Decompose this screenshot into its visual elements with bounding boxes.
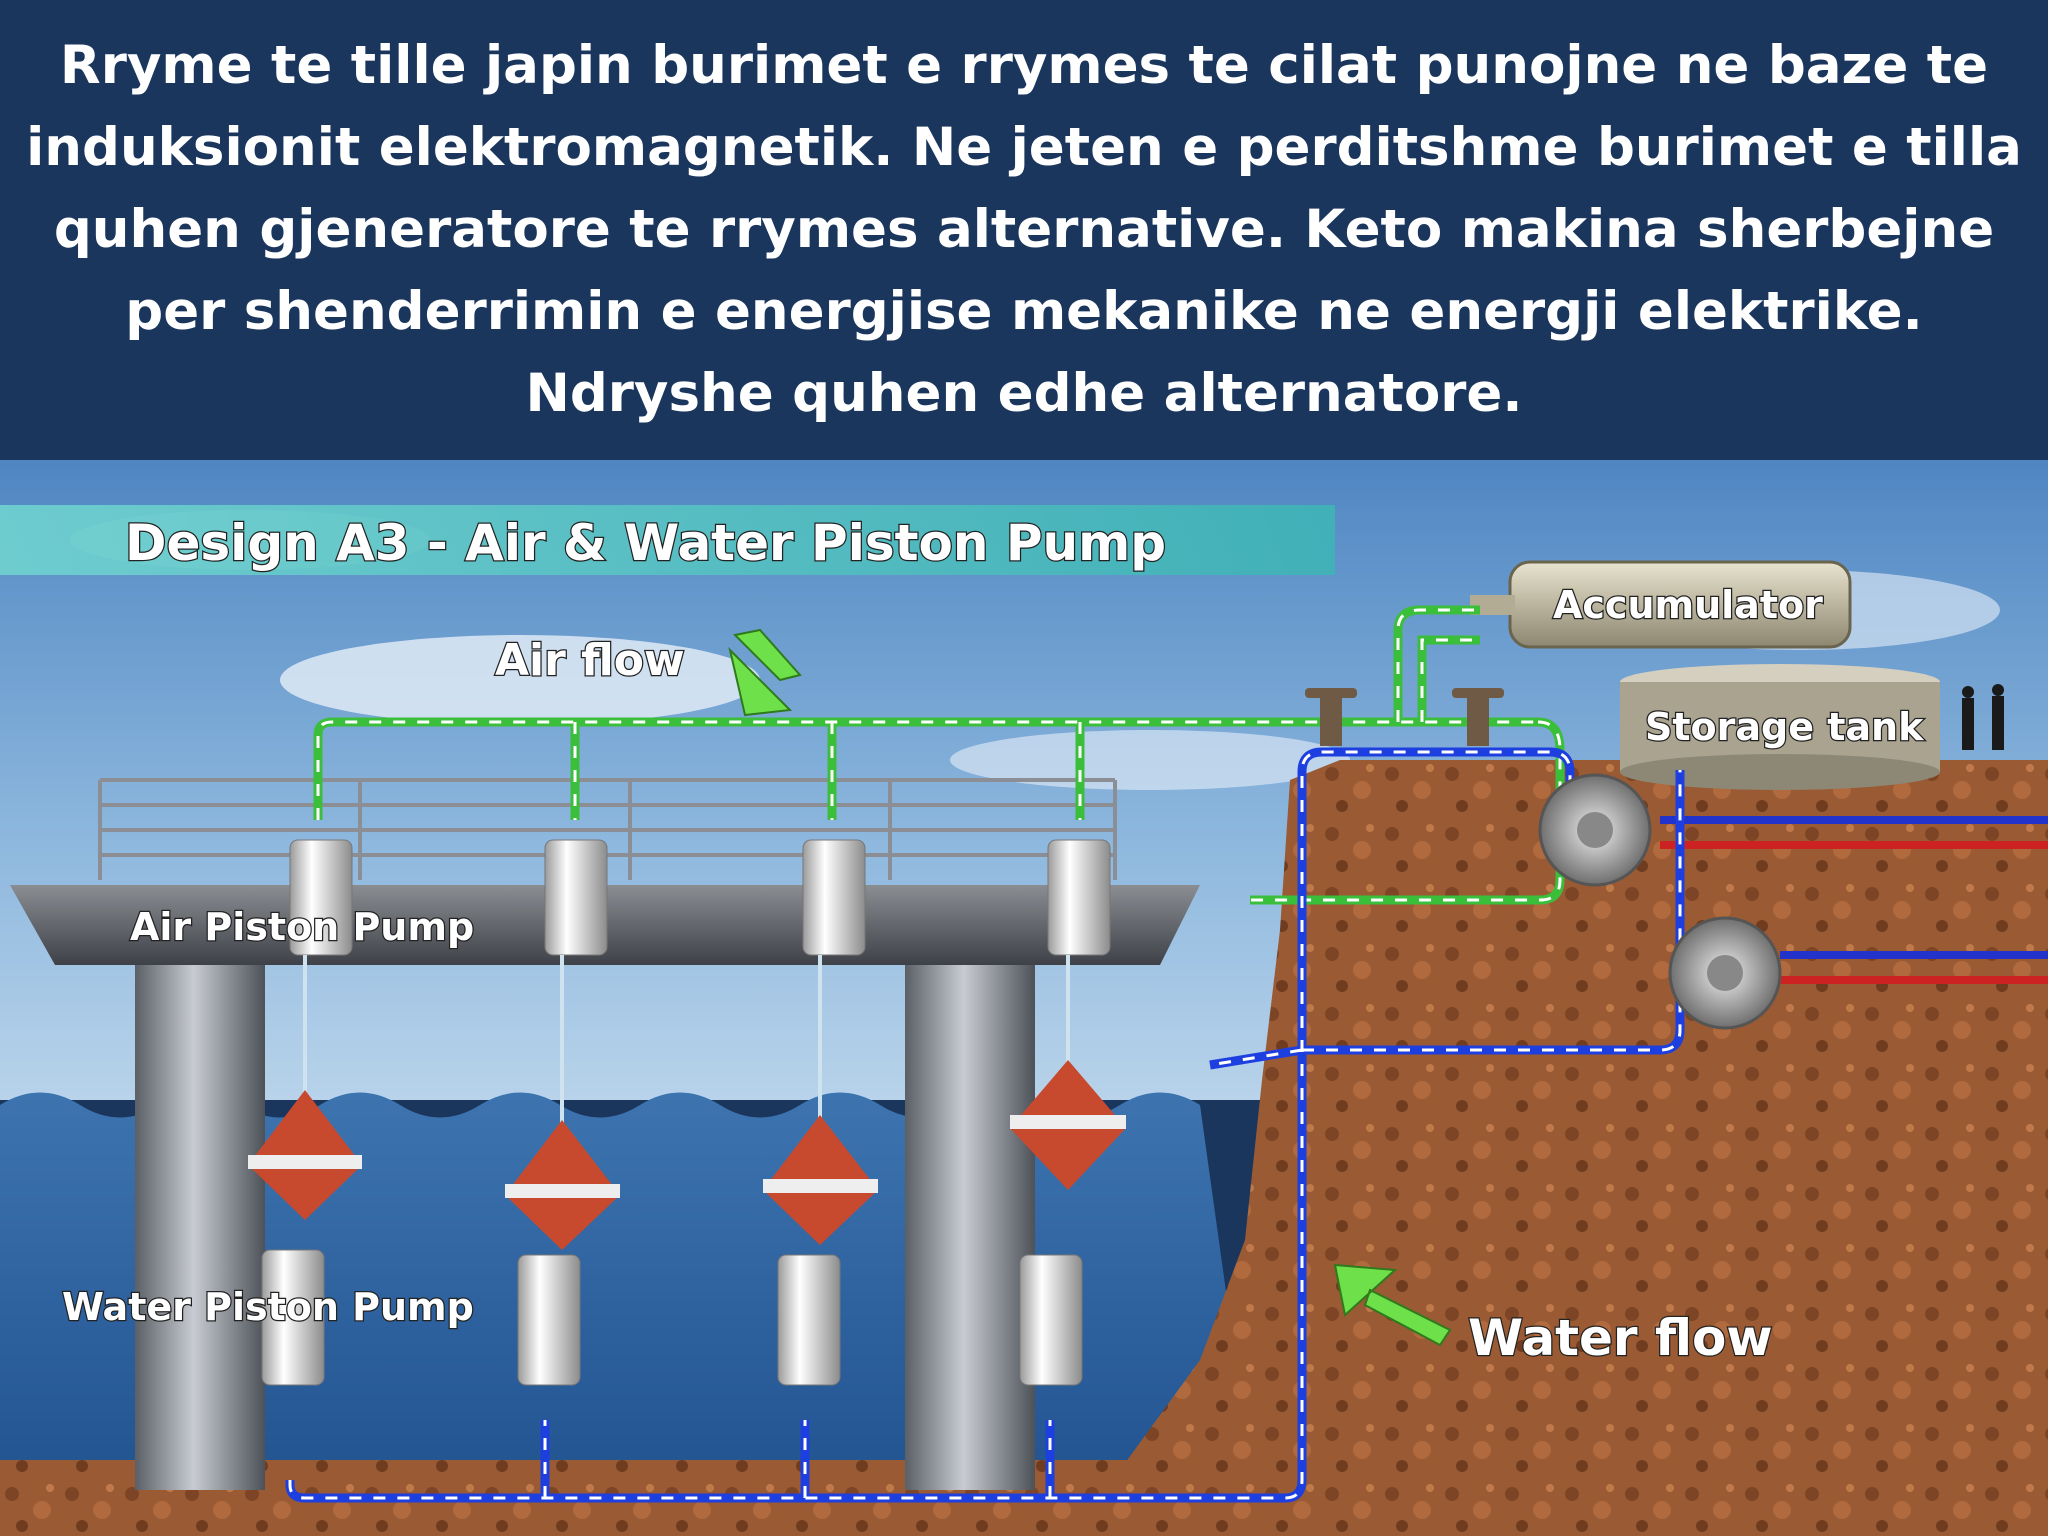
pier-pillar (135, 930, 265, 1490)
cloud (280, 635, 760, 725)
pump-diagram: Design A3 - Air & Water Piston Pump Air … (0, 460, 2048, 1536)
water-flow-line (285, 747, 1685, 1503)
pier-pillar (905, 930, 1035, 1490)
power-lines (1660, 816, 2048, 984)
pump-unit (248, 839, 362, 1386)
water-piston-pump-label: Water Piston Pump (62, 1285, 474, 1329)
pump-unit (1010, 839, 1126, 1386)
diagram-title-bar (0, 505, 1335, 575)
valve (1305, 688, 1504, 746)
cloud (950, 730, 1350, 790)
turbine (1668, 916, 1782, 1030)
air-flow-line (313, 605, 1565, 905)
water-flow-arrow-icon (1333, 1263, 1452, 1347)
storage-tank (1620, 664, 1940, 790)
air-flow-arrow-icon (728, 628, 802, 717)
air-flow-label: Air flow (495, 635, 685, 686)
storage-tank-label: Storage tank (1645, 705, 1924, 749)
turbine (1538, 773, 1652, 887)
slide-header: Rryme te tille japin burimet e rrymes te… (0, 0, 2048, 460)
accumulator-label: Accumulator (1553, 583, 1823, 627)
air-piston-pump-label: Air Piston Pump (130, 905, 474, 949)
slide-paragraph: Rryme te tille japin burimet e rrymes te… (26, 35, 2022, 424)
people-silhouette (1962, 684, 2004, 750)
water-flow-label: Water flow (1468, 1309, 1773, 1367)
diagram-title: Design A3 - Air & Water Piston Pump (125, 514, 1166, 572)
accumulator (1470, 560, 1852, 649)
pump-unit (505, 839, 620, 1386)
pump-unit (763, 839, 878, 1386)
